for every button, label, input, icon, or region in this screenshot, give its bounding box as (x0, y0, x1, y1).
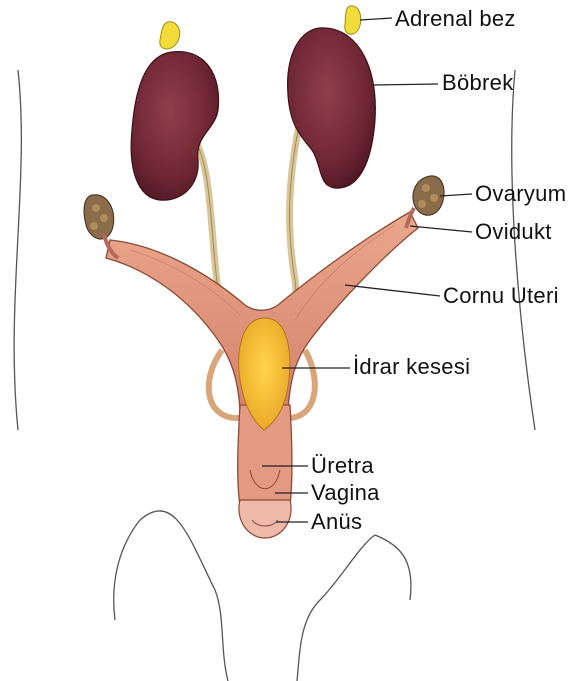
kidney-right (288, 28, 376, 188)
label-vagina: Vagina (311, 482, 380, 504)
leg-outline-right-outer (375, 535, 411, 600)
adrenal-right (345, 6, 361, 34)
leg-outline-left-outer (114, 520, 140, 620)
body-outline-left (14, 70, 21, 430)
leader-cornu (345, 285, 440, 296)
label-urethra: Üretra (311, 455, 374, 477)
leg-outline-right (297, 535, 375, 681)
leader-adrenal (360, 18, 392, 20)
label-kidney: Böbrek (442, 72, 514, 94)
label-cornu-uteri: Cornu Uteri (443, 285, 559, 307)
label-ovary: Ovaryum (475, 183, 566, 205)
leader-oviduct (410, 226, 472, 232)
leg-outline-left (140, 511, 228, 681)
leader-ovary (440, 194, 472, 196)
label-anus: Anüs (311, 511, 362, 533)
leader-kidney (372, 84, 438, 85)
body-outline-right (512, 70, 535, 430)
label-bladder: İdrar kesesi (353, 356, 470, 378)
adrenal-left (160, 22, 180, 49)
label-oviduct: Ovidukt (475, 221, 552, 243)
anus (239, 500, 291, 538)
label-adrenal: Adrenal bez (395, 8, 516, 30)
